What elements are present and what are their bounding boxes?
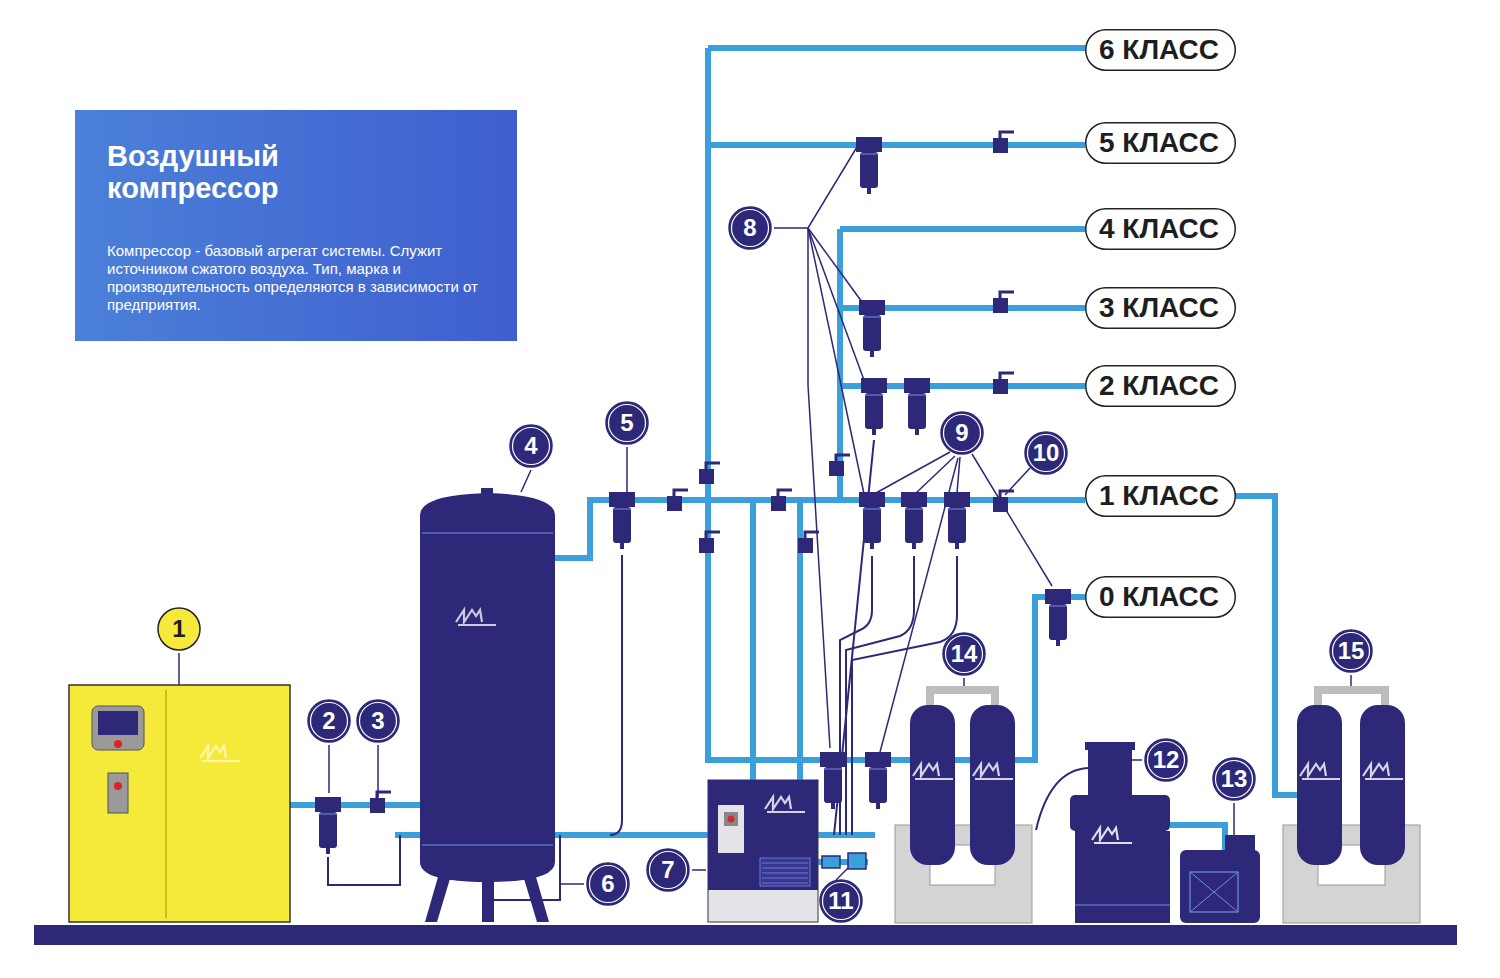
- callout-number: 5: [605, 401, 649, 445]
- callout-text: 13: [1212, 757, 1256, 801]
- circle-shape: [606, 402, 648, 444]
- pill-shape: [1086, 366, 1236, 407]
- air-compressor: [69, 685, 290, 922]
- panel-body: Компрессор - базовый агрегат системы. Сл…: [107, 242, 492, 314]
- class-pill: 4 КЛАСС: [1085, 208, 1236, 250]
- receiver-tank: [420, 488, 555, 922]
- callout-text: 15: [1329, 629, 1373, 673]
- adsorption-dryer: [1283, 690, 1420, 923]
- circle-shape: [647, 849, 689, 891]
- callout-number: 13: [1212, 757, 1256, 801]
- class-label: 2 КЛАСС: [1085, 365, 1236, 407]
- shutoff-valves: [667, 132, 1014, 553]
- circle-shape: [587, 863, 629, 905]
- callout-text: 11: [819, 879, 863, 923]
- circle-shape: [1330, 630, 1372, 672]
- class-pill: 1 КЛАСС: [1085, 475, 1236, 517]
- callout-text: 3: [356, 699, 400, 743]
- circle-shape: [941, 412, 983, 454]
- class-label: 1 КЛАСС: [1085, 475, 1236, 517]
- class-label: 3 КЛАСС: [1085, 287, 1236, 329]
- pill-shape: [1086, 30, 1236, 71]
- callout-text: 5: [605, 401, 649, 445]
- class-pill: 0 КЛАСС: [1085, 576, 1236, 618]
- line-filters: [609, 137, 1071, 809]
- inlet-filter: [315, 797, 341, 854]
- circle-shape: [308, 700, 350, 742]
- drain-lines: [328, 440, 1088, 900]
- callout-text: 12: [1144, 738, 1188, 782]
- floor: [34, 925, 1457, 945]
- pill-shape: [1086, 577, 1236, 618]
- class-label: 6 КЛАСС: [1085, 29, 1236, 71]
- pill-shape: [1086, 209, 1236, 250]
- circle-shape: [820, 880, 862, 922]
- circle-shape: [357, 700, 399, 742]
- adsorption-dryer: [895, 690, 1032, 923]
- callout-text: 4: [509, 424, 553, 468]
- callout-text: 9: [940, 411, 984, 455]
- panel-heading: Воздушный компрессор: [107, 140, 357, 204]
- callout-text: 2: [307, 699, 351, 743]
- circle-shape: [729, 207, 771, 249]
- class-pill: 6 КЛАСС: [1085, 29, 1236, 71]
- circle-shape: [1213, 758, 1255, 800]
- pill-shape: [1086, 288, 1236, 329]
- pill-shape: [1086, 476, 1236, 517]
- info-panel: Воздушный компрессорКомпрессор - базовый…: [75, 110, 517, 341]
- callout-text: 14: [942, 632, 986, 676]
- callout-number: 7: [646, 848, 690, 892]
- drain-valves: [822, 853, 866, 869]
- circle-shape: [510, 425, 552, 467]
- callout-text: 10: [1024, 431, 1068, 475]
- circle-shape: [158, 608, 200, 650]
- inlet-valve: [370, 792, 391, 813]
- callout-number: 8: [728, 206, 772, 250]
- callout-number: 12: [1144, 738, 1188, 782]
- callout-text: 7: [646, 848, 690, 892]
- callout-number: 4: [509, 424, 553, 468]
- callout-number: 6: [586, 862, 630, 906]
- class-pill: 2 КЛАСС: [1085, 365, 1236, 407]
- callout-number: 14: [942, 632, 986, 676]
- class-pill: 5 КЛАСС: [1085, 122, 1236, 164]
- class-pill: 3 КЛАСС: [1085, 287, 1236, 329]
- circle-shape: [1025, 432, 1067, 474]
- class-label: 5 КЛАСС: [1085, 122, 1236, 164]
- callout-number: 9: [940, 411, 984, 455]
- class-label: 4 КЛАСС: [1085, 208, 1236, 250]
- callout-text: 6: [586, 862, 630, 906]
- circle-shape: [943, 633, 985, 675]
- circle-shape: [1145, 739, 1187, 781]
- callout-number: 15: [1329, 629, 1373, 673]
- callout-number: 11: [819, 879, 863, 923]
- condensate-separator: [1180, 835, 1260, 923]
- class-label: 0 КЛАСС: [1085, 576, 1236, 618]
- callout-number: 10: [1024, 431, 1068, 475]
- callout-number: 2: [307, 699, 351, 743]
- callout-number: 3: [356, 699, 400, 743]
- callout-text: 8: [728, 206, 772, 250]
- callout-text: 1: [157, 607, 201, 651]
- pill-shape: [1086, 123, 1236, 164]
- refrigeration-dryer: [708, 780, 818, 922]
- callout-number: 1: [157, 607, 201, 651]
